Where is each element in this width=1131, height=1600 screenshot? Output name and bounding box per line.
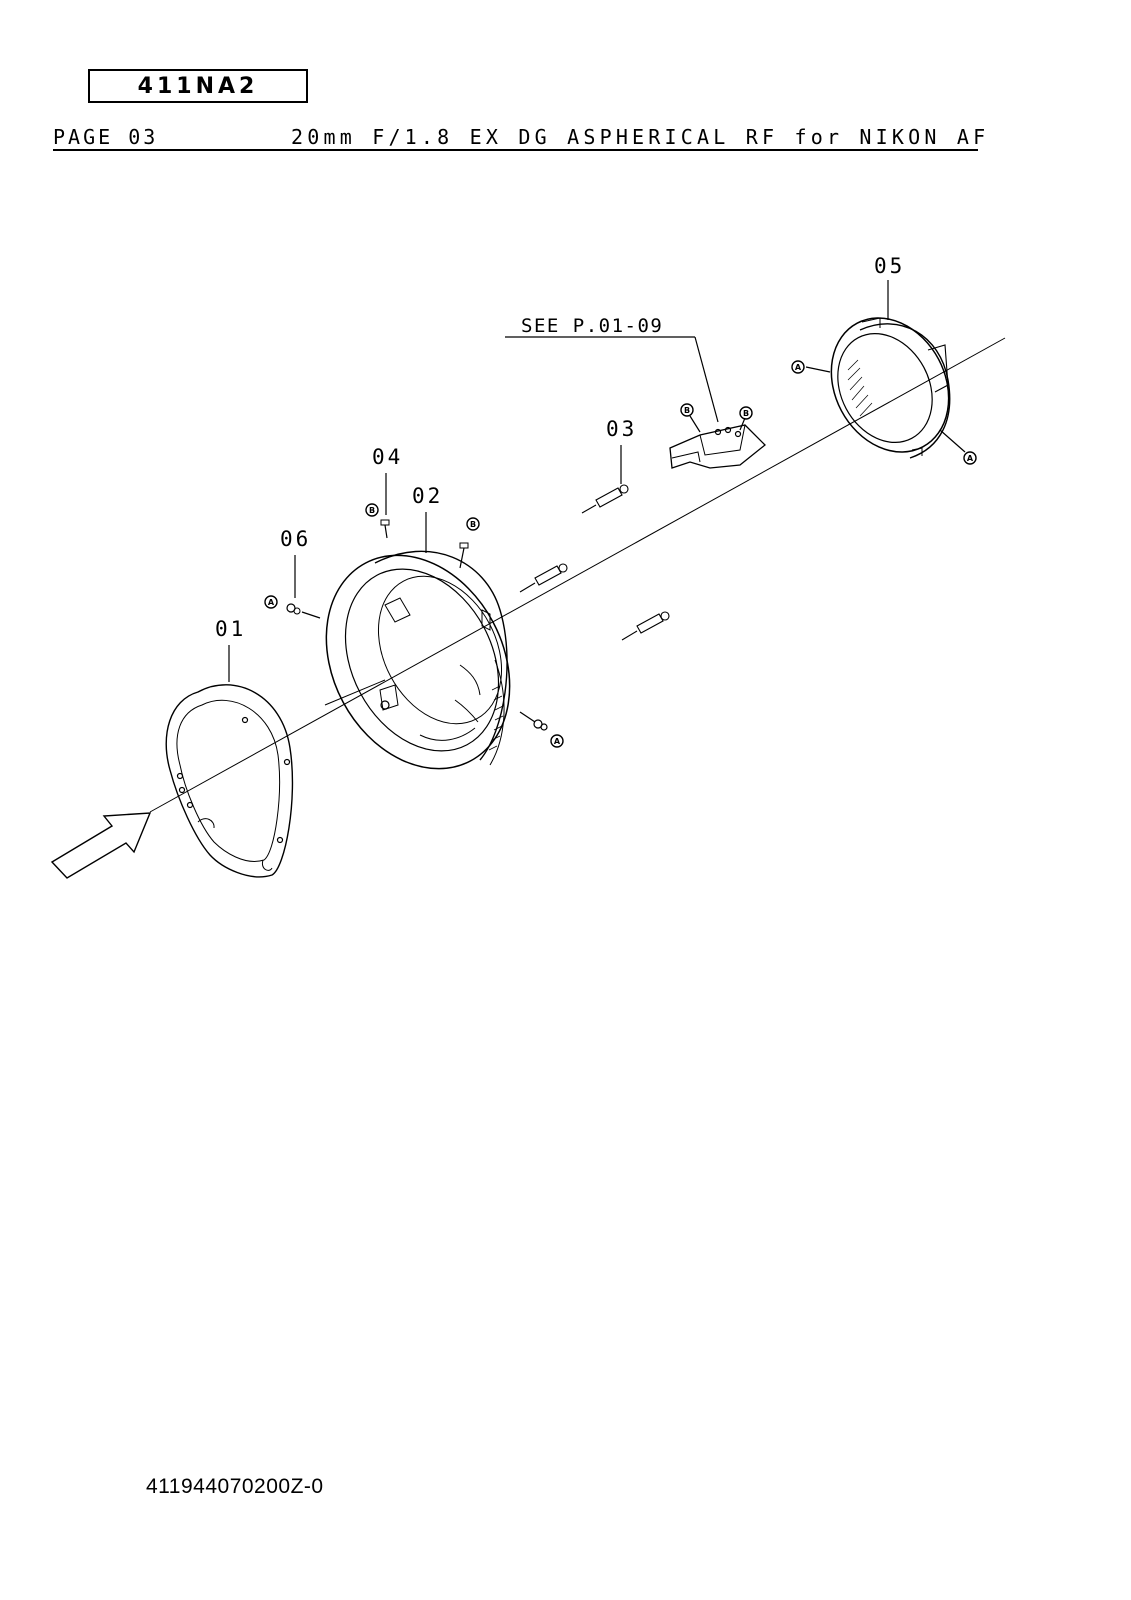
svg-text:B: B [470, 520, 476, 529]
mount-direction-arrow [50, 812, 152, 879]
model-code: 411NA2 [137, 73, 259, 99]
screw-a-lower [519, 711, 548, 731]
marker-b-contact-right: B [739, 406, 753, 420]
optical-axis [149, 337, 1006, 813]
callout-04: 04 [372, 445, 403, 469]
screw-03-mid [519, 563, 568, 593]
contact-block [669, 424, 766, 469]
model-code-box: 411NA2 [88, 69, 308, 103]
callout-03: 03 [606, 417, 637, 441]
page-title: 20mm F/1.8 EX DG ASPHERICAL RF for NIKON… [291, 125, 990, 149]
marker-b-02: B [466, 517, 480, 531]
marker-b-04: B [365, 503, 379, 517]
part-01-mount-plate [165, 684, 294, 878]
svg-text:A: A [268, 598, 275, 607]
marker-a-05-left: A [791, 360, 805, 374]
svg-text:A: A [795, 363, 802, 372]
reference-note: SEE P.01-09 [521, 315, 663, 337]
part-03-screw [581, 484, 629, 514]
marker-a-02: A [550, 734, 564, 748]
page-label: PAGE 03 [53, 125, 159, 149]
callout-06: 06 [280, 527, 311, 551]
screw-b-right [459, 542, 469, 569]
part-05-rear-barrel [830, 317, 951, 459]
callout-02: 02 [412, 484, 443, 508]
svg-text:B: B [684, 406, 690, 415]
leader-lines [228, 280, 966, 682]
svg-text:A: A [967, 454, 974, 463]
document-number: 411944070200Z-0 [146, 1475, 324, 1498]
page-header: PAGE 03 20mm F/1.8 EX DG ASPHERICAL RF f… [53, 125, 985, 151]
svg-text:B: B [743, 409, 749, 418]
svg-text:B: B [369, 506, 375, 515]
marker-b-contact-left: B [680, 403, 694, 417]
callout-01: 01 [215, 617, 246, 641]
callout-05: 05 [874, 254, 905, 278]
part-06-screw [286, 603, 321, 619]
screw-03-low [621, 611, 670, 641]
svg-text:A: A [554, 737, 561, 746]
part-02-bayonet-mount [324, 550, 511, 770]
part-04-screw [380, 519, 390, 539]
marker-a-06: A [264, 595, 278, 609]
marker-a-05-right: A [963, 451, 977, 465]
